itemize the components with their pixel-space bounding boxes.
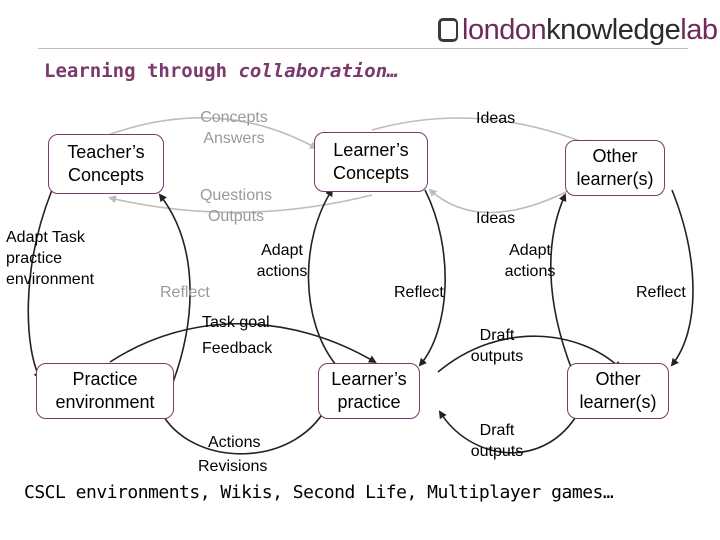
london-knowledge-lab-logo: londonknowledgelab [438,14,718,46]
arc-learner-to-teacher [108,194,373,214]
other-learners-bottom-box: Other learner(s) [567,363,669,419]
ideas-bottom-label: Ideas [476,210,516,227]
draft-outputs-bottom-label: Draft outputs [470,422,524,460]
ideas-top-label: Ideas [476,110,516,127]
draft-outputs-top-label: Draft outputs [470,327,524,365]
logo-mark-icon [438,18,458,42]
arc-learner-practice-to-other [437,335,622,373]
arc-other-bottom-to-top [550,193,573,371]
arc-teacher-to-learner [107,117,318,149]
concepts-answers-label: Concepts Answers [200,109,268,147]
header-divider [38,48,688,49]
actions-label: Actions [208,434,261,451]
arc-practice-to-learner-concepts [307,188,337,366]
arc-other-to-learner-practice [438,410,576,454]
footer-examples: CSCL environments, Wikis, Second Life, M… [24,482,614,503]
arc-teacher-to-practice [27,189,53,380]
arc-other-top-to-bottom [670,189,694,367]
questions-outputs-label: Questions Outputs [199,187,273,225]
arc-other-to-learner [428,188,571,214]
arc-learner-to-other [371,117,592,147]
practice-environment-box: Practice environment [36,363,174,419]
feedback-label: Feedback [202,340,273,357]
task-goal-label: Task goal [202,314,270,331]
reflect-right-label: Reflect [636,284,686,301]
revisions-label: Revisions [198,458,268,475]
teachers-concepts-box: Teacher’s Concepts [48,134,164,194]
adapt-actions-left-label: Adapt actions [256,242,308,280]
learners-practice-box: Learner’s practice [318,363,420,419]
adapt-actions-right-label: Adapt actions [504,242,556,280]
reflect-left-label: Reflect [160,284,210,301]
arc-learner-practice-to-practice [159,399,331,455]
arc-practice-to-learner-practice [109,322,377,364]
reflect-middle-label: Reflect [394,284,444,301]
arc-practice-to-teacher [158,193,191,386]
other-learners-top-box: Other learner(s) [565,140,665,196]
logo-text: londonknowledgelab [462,14,718,46]
slide-title: Learning through collaboration… [44,60,399,82]
arc-learner-concepts-to-practice [418,189,446,367]
adapt-task-label: Adapt Task practice environment [6,229,95,288]
learners-concepts-box: Learner’s Concepts [314,132,428,192]
